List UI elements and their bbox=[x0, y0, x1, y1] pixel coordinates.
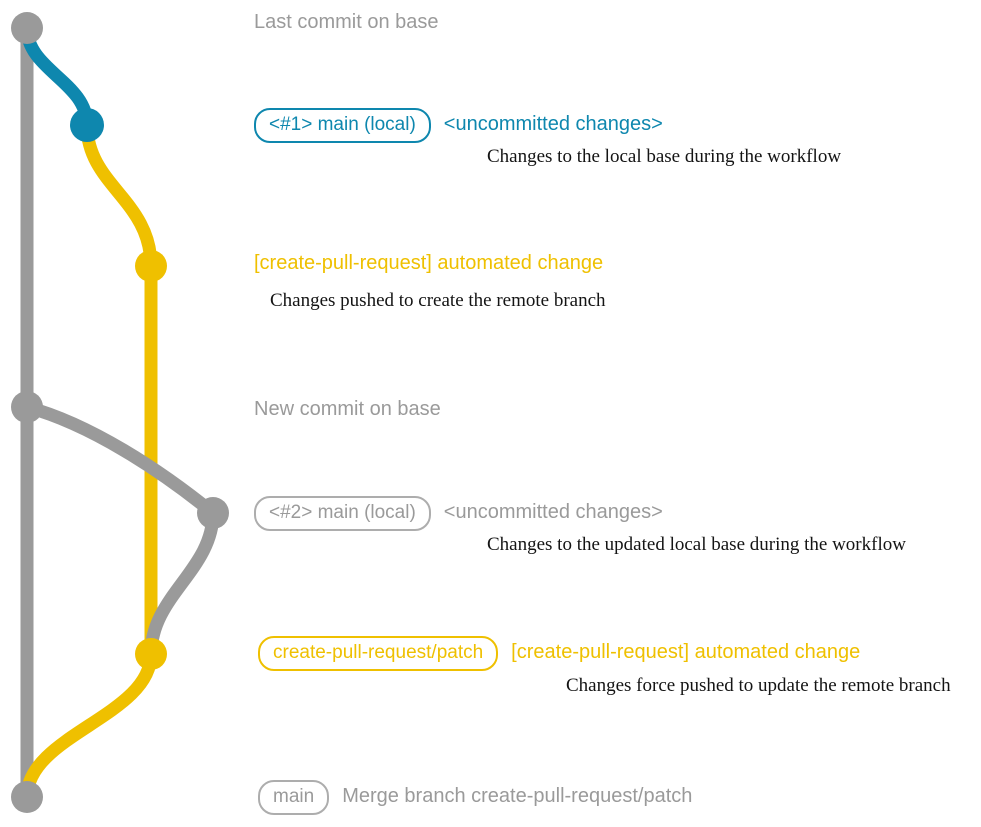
commit-subject: [create-pull-request] automated change bbox=[511, 641, 861, 663]
commit-node-last-commit-on-base[interactable] bbox=[11, 12, 43, 44]
commit-row-merge: main Merge branch create-pull-request/pa… bbox=[258, 780, 692, 815]
commit-subject: Merge branch create-pull-request/patch bbox=[342, 785, 693, 807]
commit-node-automated-change-2[interactable] bbox=[135, 638, 167, 670]
commit-subject: [create-pull-request] automated change bbox=[254, 252, 604, 274]
commit-row-new-commit-on-base: New commit on base bbox=[254, 397, 441, 421]
commit-node-local-main-2[interactable] bbox=[197, 497, 229, 529]
commit-subject: Last commit on base bbox=[254, 11, 439, 33]
commit-subject: <uncommitted changes> bbox=[443, 113, 663, 135]
commit-node-automated-change-1[interactable] bbox=[135, 250, 167, 282]
commit-row-local-main-1: <#1> main (local) <uncommitted changes> bbox=[254, 108, 663, 143]
commit-row-automated-change-1: [create-pull-request] automated change bbox=[254, 251, 603, 275]
commit-node-new-commit-on-base[interactable] bbox=[11, 391, 43, 423]
branch-tag-create-pull-request-patch[interactable]: create-pull-request/patch bbox=[258, 636, 499, 671]
branch-tag-local-main-2[interactable]: <#2> main (local) bbox=[254, 496, 431, 531]
commit-node-local-main-1[interactable] bbox=[70, 108, 104, 142]
commit-subject: <uncommitted changes> bbox=[443, 501, 663, 523]
branch-tag-local-main-1[interactable]: <#1> main (local) bbox=[254, 108, 431, 143]
commit-row-last-commit-on-base: Last commit on base bbox=[254, 10, 439, 34]
blue-branch-line bbox=[20, 21, 94, 132]
commit-description-local-main-1: Changes to the local base during the wor… bbox=[487, 146, 842, 167]
gray-branch-line-to-forcepush bbox=[144, 506, 220, 661]
gray-branch-line-to-local2 bbox=[20, 400, 220, 520]
commit-subject: New commit on base bbox=[254, 398, 441, 420]
commit-node-merge[interactable] bbox=[11, 781, 43, 813]
branch-tag-main[interactable]: main bbox=[258, 780, 330, 815]
yellow-merge-line bbox=[20, 647, 158, 804]
commit-description-automated-change-1: Changes pushed to create the remote bran… bbox=[270, 290, 606, 311]
yellow-branch-line-upper bbox=[80, 118, 158, 273]
commit-row-local-main-2: <#2> main (local) <uncommitted changes> bbox=[254, 496, 663, 531]
commit-row-automated-change-2: create-pull-request/patch [create-pull-r… bbox=[258, 636, 860, 671]
commit-description-automated-change-2: Changes force pushed to update the remot… bbox=[566, 675, 951, 696]
commit-description-local-main-2: Changes to the updated local base during… bbox=[487, 534, 906, 555]
